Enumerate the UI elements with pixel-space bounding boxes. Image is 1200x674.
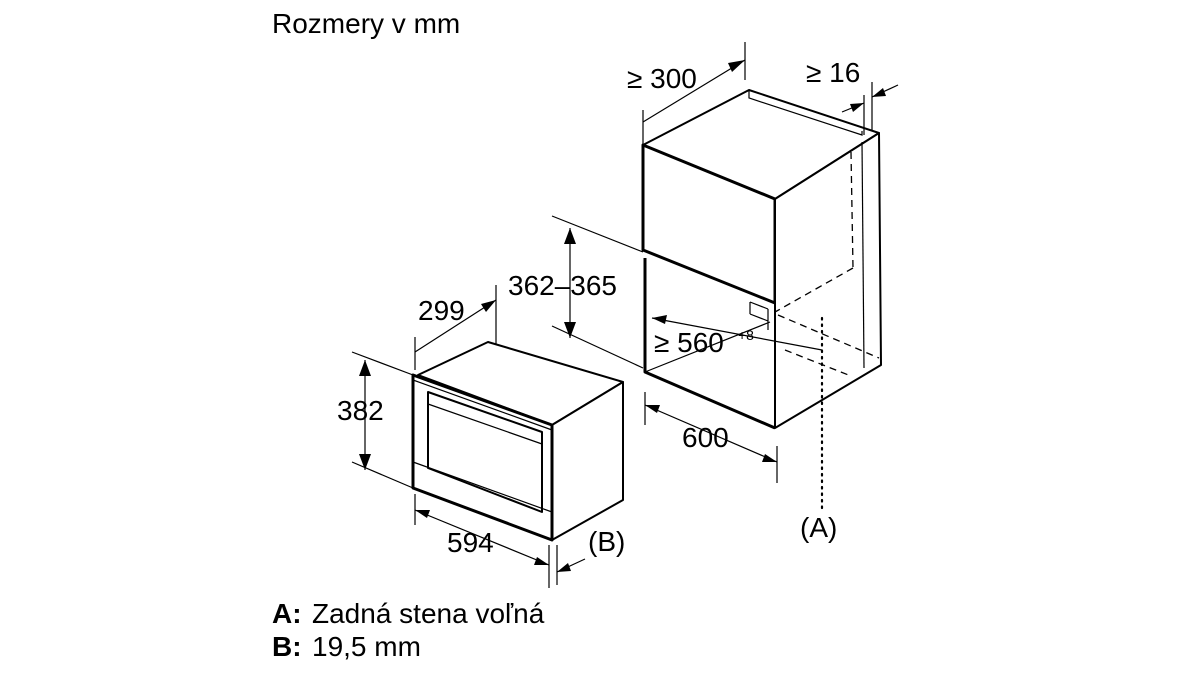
appliance-height-dimension: 382 [337,351,414,489]
niche-width-dimension: ≥ 560 +8 [651,309,823,358]
cabinet [641,89,882,430]
appliance-height-label: 382 [337,395,384,426]
niche-height-label: 362–365 [508,270,617,301]
cabinet-depth-dimension: ≥ 300 [627,42,746,145]
appliance-front [411,373,554,542]
niche-width-label: ≥ 560 [654,327,724,358]
cabinet-depth-label: ≥ 300 [627,63,697,94]
cabinet-side-panel [774,132,882,429]
callout-b: (B) [556,526,625,585]
appliance-depth-dimension: 299 [414,285,497,370]
callout-a: (A) [800,316,837,543]
side-gap-dimension: ≥ 16 [806,57,899,135]
appliance-door-window [427,391,543,513]
diagram-title: Rozmery v mm [272,8,460,39]
niche-height-dimension: 362–365 [508,215,644,369]
cabinet-width-label: 600 [682,422,729,453]
appliance [411,341,624,542]
appliance-depth-label: 299 [418,295,465,326]
appliance-width-dimension: 594 [414,494,550,588]
cabinet-width-dimension: 600 [644,392,778,483]
niche-width-tolerance: +8 [738,327,754,343]
appliance-width-label: 594 [447,527,494,558]
legend-key-a: A: [272,598,302,629]
legend-text-b: 19,5 mm [312,631,421,662]
side-gap-label: ≥ 16 [806,57,860,88]
legend-text-a: Zadná stena voľná [312,598,545,629]
legend: A: Zadná stena voľná B: 19,5 mm [272,598,545,662]
callout-b-label: (B) [588,526,625,557]
legend-key-b: B: [272,631,302,662]
callout-a-label: (A) [800,512,837,543]
